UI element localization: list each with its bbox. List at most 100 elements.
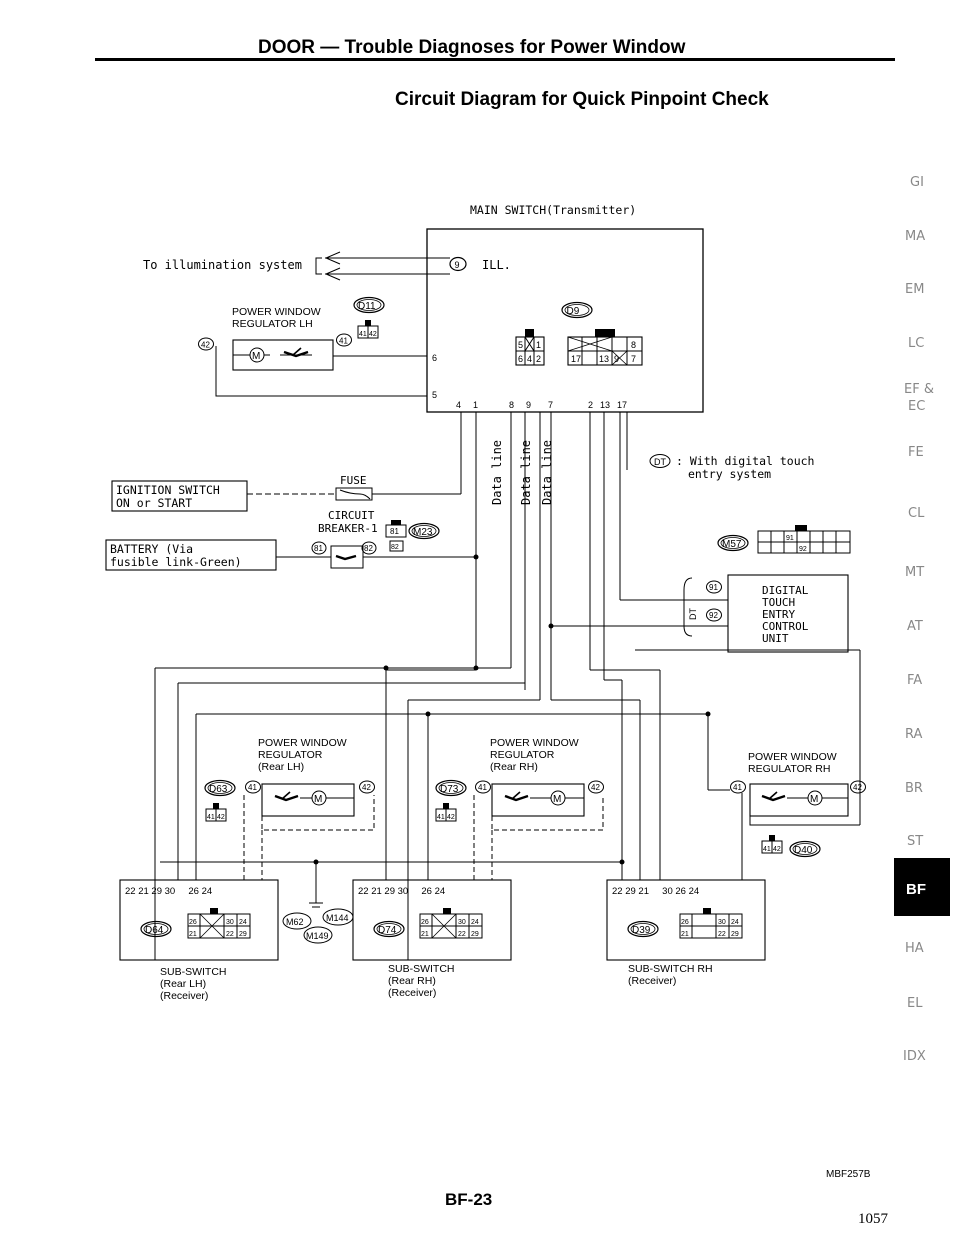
svg-text:6: 6 [518,354,523,364]
tab-cl[interactable]: CL [908,506,925,521]
regulator-rh-pin-41: 41 [730,780,746,794]
svg-text:CIRCUIT: CIRCUIT [328,509,375,522]
main-switch-label: MAIN SWITCH(Transmitter) [470,203,636,217]
svg-text:22: 22 [226,931,234,938]
connector-d64-badge: D64 [140,920,172,938]
svg-text:POWER WINDOW: POWER WINDOW [258,737,347,749]
tab-st[interactable]: ST [907,834,923,849]
svg-text:81: 81 [390,527,399,536]
svg-text:13: 13 [599,354,609,364]
tab-idx[interactable]: IDX [903,1049,926,1064]
circuit-breaker: CIRCUIT BREAKER-1 81 82 M23 81 82 [311,509,440,569]
svg-text:SUB-SWITCH: SUB-SWITCH [388,963,455,975]
connector-d40-pins: 41 42 [761,835,783,854]
tab-ma[interactable]: MA [905,229,925,244]
tab-fe[interactable]: FE [908,445,924,460]
ill-label: ILL. [482,258,511,272]
svg-text:BREAKER-1: BREAKER-1 [318,522,378,535]
regulator-rh-pin-42: 42 [850,780,866,794]
illumination-wire [315,251,450,281]
svg-text:30: 30 [718,919,726,926]
tab-mt[interactable]: MT [905,565,924,580]
svg-text:8: 8 [509,400,514,410]
svg-text:17: 17 [617,400,627,410]
dt-bracket [683,577,693,637]
svg-text:(Rear LH): (Rear LH) [160,978,206,990]
regulator-rear-rh-wires [473,795,604,880]
svg-text:M149: M149 [306,931,329,941]
svg-text:42: 42 [591,783,600,792]
junction-dot [548,623,554,629]
svg-text:22: 22 [458,931,466,938]
svg-text:D39: D39 [632,925,651,936]
main-switch-bottom-pins: 4 1 8 9 7 2 13 17 [456,400,627,410]
breaker-pin-in: 81 [311,541,327,555]
svg-text:REGULATOR LH: REGULATOR LH [232,318,313,330]
svg-text:29: 29 [731,931,739,938]
svg-text:30: 30 [458,919,466,926]
main-switch-output-wires [460,412,628,700]
tab-bf-active[interactable] [894,858,950,916]
data-line-labels: Data line Data line Data line [490,440,554,505]
svg-text:9: 9 [526,400,531,410]
tab-bf-label: BF [906,881,926,898]
main-switch-pin-5: 5 [432,390,437,400]
regulator-rear-lh-wires [243,795,375,880]
header-rule [95,58,895,61]
breaker-connector-pins: 81 82 [385,520,407,552]
svg-text:BATTERY (Via: BATTERY (Via [110,542,193,556]
svg-text:5: 5 [518,340,523,350]
tab-el[interactable]: EL [907,996,923,1011]
svg-text:22 29 21 30 26 24: 22 29 21 30 26 24 [612,886,699,897]
tab-ec[interactable]: EC [908,399,925,414]
svg-text:fusible link-Green): fusible link-Green) [110,555,242,569]
svg-text:26: 26 [421,919,429,926]
svg-text:82: 82 [391,544,399,551]
main-switch: MAIN SWITCH(Transmitter) 9 ILL. D9 5 1 6… [426,203,704,413]
svg-text:42: 42 [201,341,210,350]
svg-text:42: 42 [362,783,371,792]
svg-text:7: 7 [548,400,553,410]
svg-text:41: 41 [339,337,348,346]
drive-mechanism-icon [504,791,529,802]
svg-text:42: 42 [369,331,377,338]
tab-ef[interactable]: EF & [904,382,934,397]
page-code: BF-23 [445,1190,492,1209]
svg-text:1: 1 [536,340,541,350]
drive-mechanism-icon [761,791,786,802]
svg-text:D64: D64 [145,925,164,936]
svg-text:(Rear RH): (Rear RH) [388,975,436,987]
tab-lc[interactable]: LC [908,336,924,351]
svg-text:26: 26 [681,919,689,926]
tab-gi[interactable]: GI [910,175,924,190]
svg-text:2: 2 [588,400,593,410]
svg-text:41: 41 [478,783,487,792]
svg-text:21: 21 [189,931,197,938]
tab-fa[interactable]: FA [907,673,922,688]
svg-text:D9: D9 [567,306,580,317]
svg-text:82: 82 [364,544,373,553]
tab-ra[interactable]: RA [905,727,923,742]
tab-at[interactable]: AT [907,619,923,634]
svg-text:22 21 29 30 26 24: 22 21 29 30 26 24 [358,886,445,897]
ignition-switch: IGNITION SWITCH ON or START [111,480,248,512]
regulator-rear-rh: POWER WINDOW REGULATOR (Rear RH) D73 41 … [435,737,604,822]
tab-ha[interactable]: HA [905,941,924,956]
svg-text:24: 24 [239,919,247,926]
svg-text:91: 91 [709,583,718,592]
regulator-rear-lh-pin-41: 41 [245,780,261,794]
connector-d74-badge: D74 [373,920,405,938]
svg-text:Data line: Data line [540,440,554,505]
svg-text:(Receiver): (Receiver) [628,975,676,987]
svg-text:17: 17 [571,354,581,364]
main-switch-pin-6: 6 [432,353,437,363]
connector-d9-b: 8 17 13 9 7 [567,329,643,366]
tab-em[interactable]: EM [905,282,924,297]
svg-text:42: 42 [853,783,862,792]
svg-text:4: 4 [456,400,461,410]
motor-icon: M [787,790,848,806]
svg-text:41: 41 [248,783,257,792]
svg-text:D74: D74 [378,925,397,936]
connector-d39-pins: 26 30 24 21 22 29 [679,908,743,939]
tab-br[interactable]: BR [905,781,923,796]
